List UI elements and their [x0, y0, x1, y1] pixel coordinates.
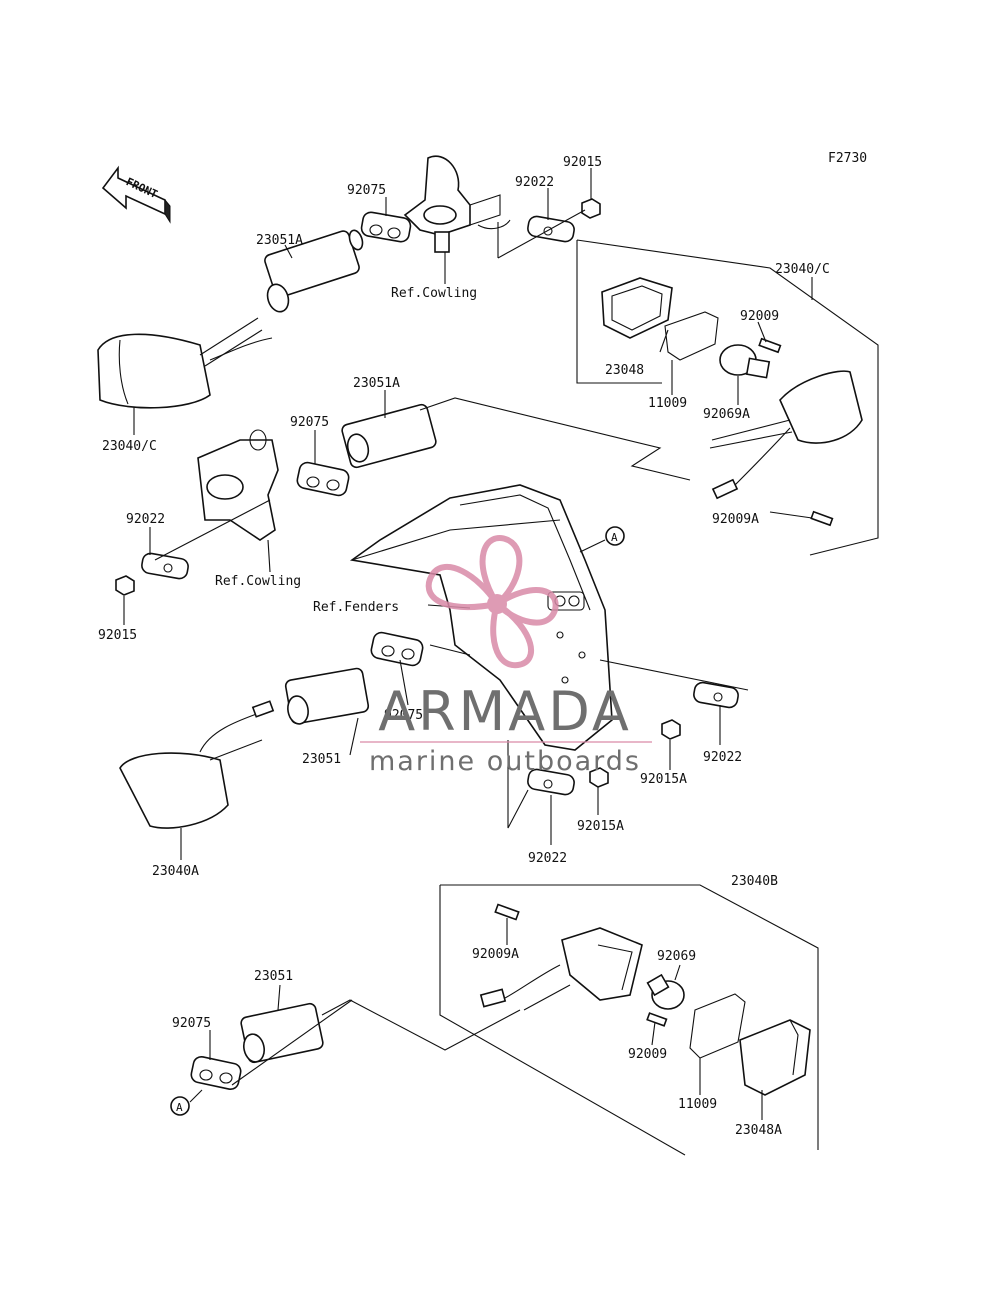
label-23051A-top: 23051A — [256, 233, 303, 248]
svg-text:A: A — [611, 531, 618, 544]
label-92075-top: 92075 — [347, 183, 386, 198]
label-23040B: 23040B — [731, 874, 778, 889]
part-labels: 92015 92022 92075 23051A Ref.Cowling 230… — [98, 155, 830, 1138]
label-92009-bottom: 92009 — [628, 1047, 667, 1062]
turn-signal-23040A — [119, 700, 275, 829]
screw-92009-bottom-icon — [646, 1012, 668, 1027]
label-92009A-bottom: 92009A — [472, 947, 519, 962]
top-mount-bracket — [403, 155, 511, 253]
label-ref-cowling-top: Ref.Cowling — [391, 286, 477, 301]
gasket-11009-top — [664, 311, 719, 361]
label-92075-center: 92075 — [384, 708, 423, 723]
screw-92009-top-icon — [758, 337, 782, 354]
label-92022-top: 92022 — [515, 175, 554, 190]
label-92075-bottom: 92075 — [172, 1016, 211, 1031]
watermark-brand: ARMADA — [378, 680, 632, 743]
label-92075-mid: 92075 — [290, 415, 329, 430]
grommet-92075-bottom — [190, 1055, 242, 1091]
screw-92009A-top-icon — [810, 510, 834, 527]
svg-text:A: A — [176, 1101, 183, 1114]
nut-92015-mid-icon — [115, 575, 135, 596]
label-23040C-right: 23040/C — [775, 262, 830, 277]
socket-23051A-top — [264, 229, 364, 313]
label-23048A: 23048A — [735, 1123, 782, 1138]
lens-23048 — [601, 277, 673, 339]
kit-box-23040B — [439, 884, 819, 1156]
label-ref-cowling-mid: Ref.Cowling — [215, 574, 301, 589]
label-92015-mid: 92015 — [98, 628, 137, 643]
label-92009A-right: 92009A — [712, 512, 759, 527]
figure-code: F2730 — [828, 151, 867, 166]
label-92022-bottom: 92022 — [528, 851, 567, 866]
label-11009-right: 11009 — [648, 396, 687, 411]
watermark-logo-icon — [425, 535, 559, 669]
label-23040C-left: 23040/C — [102, 439, 157, 454]
nut-92015-top-icon — [581, 198, 601, 219]
bracket-ref-cowling-mid — [197, 429, 279, 541]
socket-23051A-mid — [341, 403, 437, 469]
label-23040A: 23040A — [152, 864, 199, 879]
socket-23051-center — [284, 667, 370, 725]
label-92022-right: 92022 — [703, 750, 742, 765]
label-23051-bottom: 23051 — [254, 969, 293, 984]
washer-92022-bottom — [527, 768, 575, 796]
connection-lines — [154, 209, 749, 1086]
front-arrow-icon: FRONT — [101, 165, 171, 224]
label-92015A-right: 92015A — [640, 772, 687, 787]
screw-92009A-bottom-icon — [494, 903, 520, 921]
nut-92015A-right-icon — [661, 719, 681, 740]
label-92009-right: 92009 — [740, 309, 779, 324]
watermark-tagline: marine outboards — [369, 746, 641, 777]
rear-fender-assembly — [349, 484, 613, 751]
washer-92022-mid — [141, 552, 189, 580]
label-23051-center: 23051 — [302, 752, 341, 767]
label-92022-mid: 92022 — [126, 512, 165, 527]
housing-23040B — [479, 927, 643, 1011]
label-92015-top: 92015 — [563, 155, 602, 170]
label-92069A-right: 92069A — [703, 407, 750, 422]
callout-a-lower: A — [170, 1096, 190, 1116]
label-23051A-mid: 23051A — [353, 376, 400, 391]
gasket-11009-bottom — [689, 993, 746, 1059]
socket-23051-bottom — [240, 1002, 324, 1064]
grommet-92075-mid — [296, 461, 350, 497]
bulb-92069 — [646, 973, 685, 1010]
label-11009-bottom: 11009 — [678, 1097, 717, 1112]
kit-box-23040C — [576, 239, 879, 556]
nut-92015A-bottom-icon — [589, 767, 609, 788]
lens-23048A — [739, 1019, 811, 1096]
callout-a-upper: A — [605, 526, 625, 546]
label-ref-fenders: Ref.Fenders — [313, 600, 399, 615]
grommet-92075-top — [360, 211, 412, 243]
label-92015A-bottom: 92015A — [577, 819, 624, 834]
label-23048-right: 23048 — [605, 363, 644, 378]
turn-signal-23040C-left — [97, 317, 273, 409]
washer-92022-right — [693, 681, 739, 709]
grommet-92075-center — [370, 631, 424, 667]
bulb-92069A — [719, 344, 771, 379]
label-92069-bottom: 92069 — [657, 949, 696, 964]
turn-signal-23040C-right — [709, 370, 863, 500]
